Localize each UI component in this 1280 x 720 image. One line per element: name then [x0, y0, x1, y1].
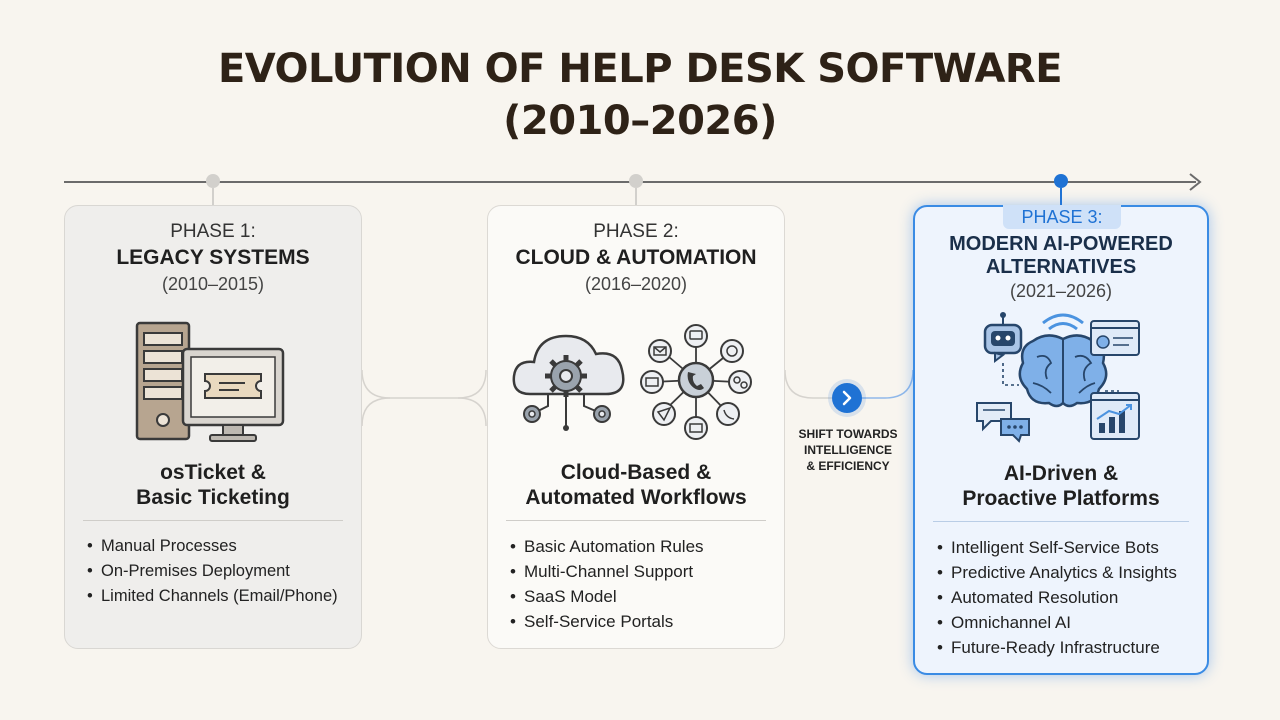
- phase-2-divider: [506, 520, 766, 521]
- phase-1-card: PHASE 1: LEGACY SYSTEMS (2010–2015) osTi…: [64, 205, 362, 649]
- list-item: Automated Resolution: [937, 585, 1177, 610]
- list-item: Self-Service Portals: [510, 609, 704, 634]
- timeline-tick: [212, 188, 214, 206]
- phase-1-feature-list: Manual Processes On-Premises Deployment …: [87, 534, 338, 609]
- phase-1-heading-line-2: Basic Ticketing: [136, 486, 290, 509]
- timeline-tick: [635, 188, 637, 206]
- shift-label-line-1: SHIFT TOWARDS: [798, 427, 898, 441]
- list-item: Omnichannel AI: [937, 610, 1177, 635]
- shift-arrow-button[interactable]: [832, 383, 862, 413]
- phase-3-years: (2021–2026): [1009, 281, 1113, 301]
- phase-3-badge: PHASE 3:: [1003, 205, 1121, 229]
- phase-2-label: PHASE 2:: [593, 221, 679, 242]
- list-item: Future-Ready Infrastructure: [937, 635, 1177, 660]
- page-title-years: (2010–2026): [503, 98, 777, 144]
- shift-label: SHIFT TOWARDS INTELLIGENCE & EFFICIENCY: [788, 426, 908, 474]
- phase-2-heading-line-1: Cloud-Based &: [560, 461, 712, 484]
- timeline-marker-phase-1: [206, 174, 220, 188]
- list-item: Basic Automation Rules: [510, 534, 704, 559]
- phase-3-title: MODERN AI-POWERED ALTERNATIVES: [915, 233, 1207, 279]
- phase-2-heading: Cloud-Based & Automated Workflows: [488, 460, 784, 510]
- phase-3-feature-list: Intelligent Self-Service Bots Predictive…: [937, 535, 1177, 660]
- cloud-gear-network-icon: [512, 324, 752, 440]
- ai-brain-robot-icon: [976, 312, 1140, 443]
- timeline-arrow-icon: [1189, 173, 1202, 191]
- phase-2-heading-line-2: Automated Workflows: [525, 486, 747, 509]
- phase-2-card: PHASE 2: CLOUD & AUTOMATION (2016–2020): [487, 205, 785, 649]
- phase-1-heading-line-1: osTicket &: [160, 461, 266, 484]
- chevron-right-icon: [842, 390, 852, 406]
- phase-2-years: (2016–2020): [584, 274, 688, 294]
- list-item: SaaS Model: [510, 584, 704, 609]
- phase-1-heading: osTicket & Basic Ticketing: [65, 460, 361, 510]
- phase-3-heading-line-2: Proactive Platforms: [962, 487, 1160, 510]
- page-title: EVOLUTION OF HELP DESK SOFTWARE: [217, 46, 1063, 92]
- list-item: Manual Processes: [87, 534, 338, 559]
- phase-2-title: CLOUD & AUTOMATION: [515, 246, 757, 269]
- phase-2-feature-list: Basic Automation Rules Multi-Channel Sup…: [510, 534, 704, 634]
- phase-3-heading: AI-Driven & Proactive Platforms: [915, 461, 1207, 511]
- list-item: Multi-Channel Support: [510, 559, 704, 584]
- phase-1-title: LEGACY SYSTEMS: [116, 246, 310, 269]
- phase-1-label: PHASE 1:: [170, 221, 256, 242]
- phase-1-divider: [83, 520, 343, 521]
- list-item: On-Premises Deployment: [87, 559, 338, 584]
- timeline-marker-phase-2: [629, 174, 643, 188]
- phase-1-years: (2010–2015): [161, 274, 265, 294]
- list-item: Intelligent Self-Service Bots: [937, 535, 1177, 560]
- timeline-tick: [1060, 188, 1062, 206]
- phase-3-title-line-2: ALTERNATIVES: [985, 256, 1137, 278]
- shift-label-line-3: & EFFICIENCY: [806, 459, 890, 473]
- timeline-marker-phase-3: [1054, 174, 1068, 188]
- phase-3-divider: [933, 521, 1189, 522]
- list-item: Predictive Analytics & Insights: [937, 560, 1177, 585]
- phase-3-heading-line-1: AI-Driven &: [1003, 462, 1119, 485]
- phase-3-card: PHASE 3: MODERN AI-POWERED ALTERNATIVES …: [913, 205, 1209, 675]
- phase-3-title-line-1: MODERN AI-POWERED: [949, 233, 1173, 255]
- list-item: Limited Channels (Email/Phone): [87, 584, 338, 609]
- server-computer-ticket-icon: [135, 321, 285, 442]
- shift-label-line-2: INTELLIGENCE: [803, 443, 892, 457]
